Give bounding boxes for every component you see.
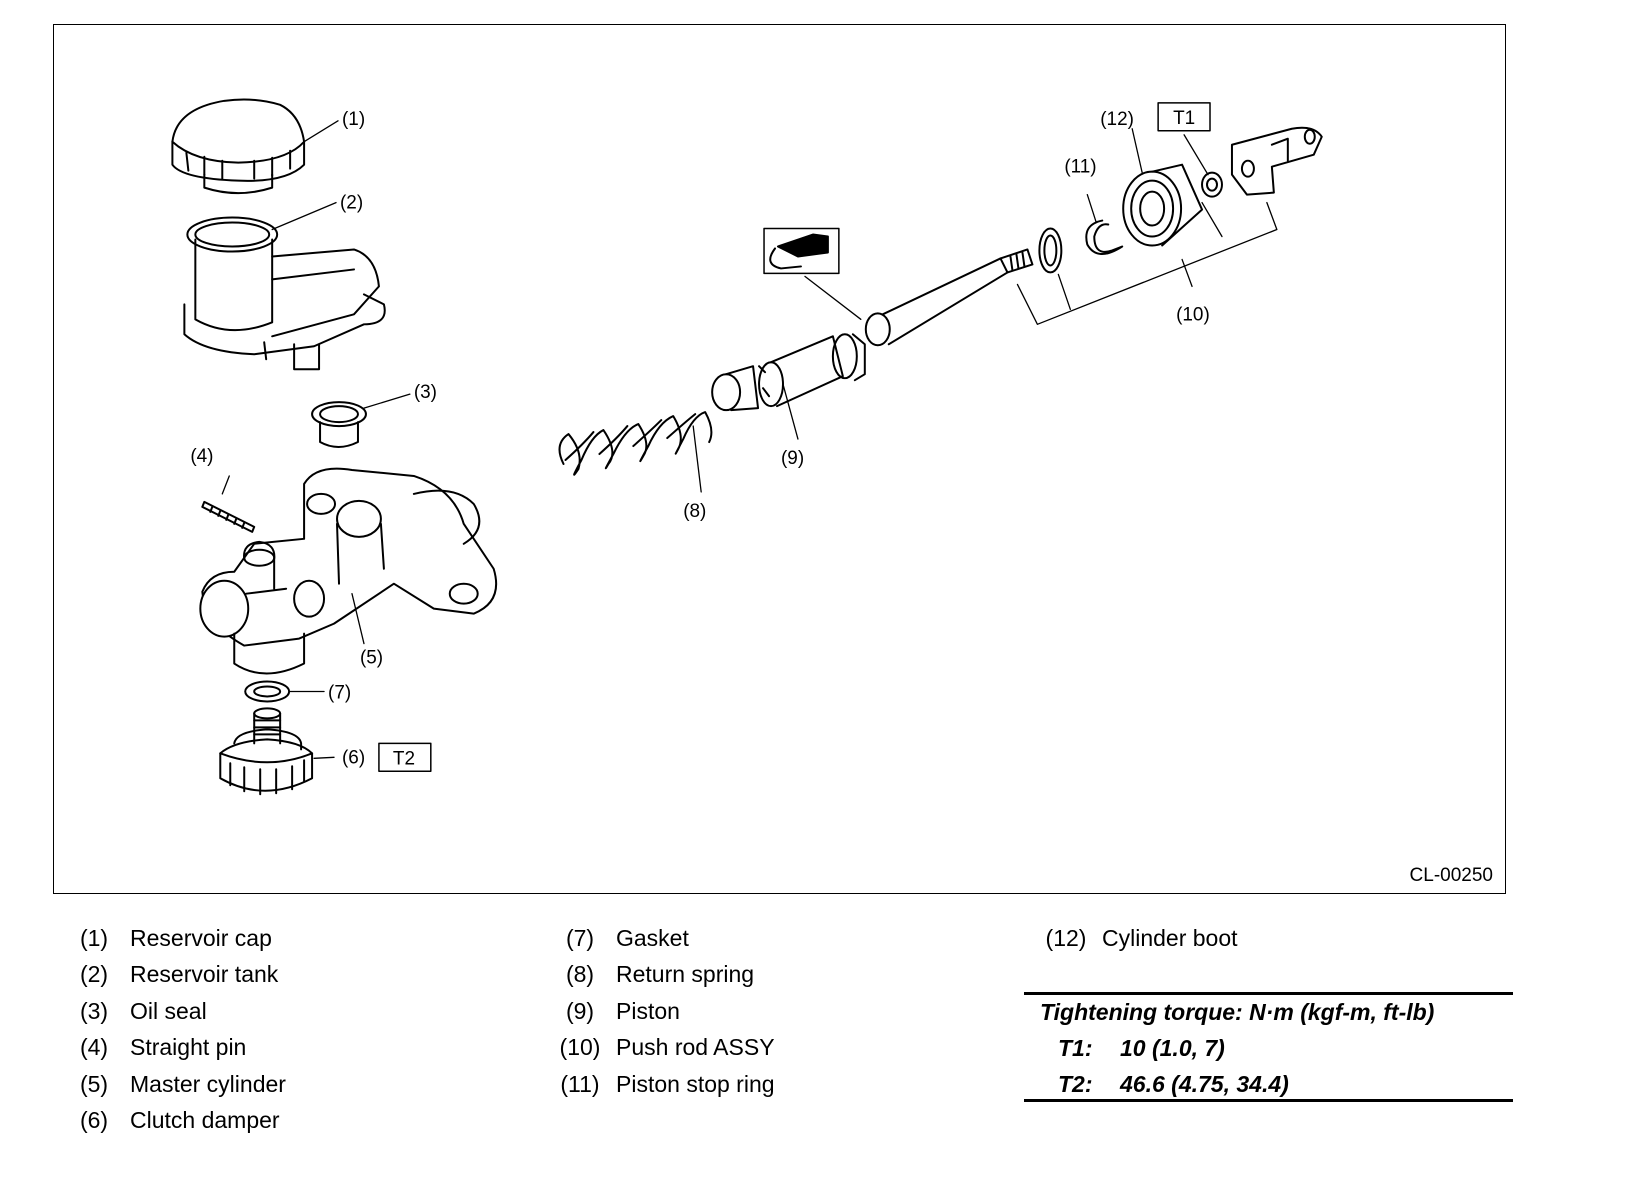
legend-num: (4) [79, 1034, 109, 1060]
legend-name: Reservoir tank [130, 961, 279, 987]
legend-name: Gasket [616, 925, 689, 951]
oil-seal-part [311, 401, 367, 449]
callout-4: (4) [190, 446, 213, 467]
grease-icon [763, 227, 840, 275]
figure-id: CL-00250 [1409, 865, 1493, 886]
exploded-view-figure: (1) (2) (3) (4) (5) (6) (7) (8) (9) (10)… [53, 24, 1506, 894]
clutch-damper-part [219, 707, 314, 796]
legend-name: Master cylinder [130, 1071, 286, 1097]
reservoir-tank-part [183, 216, 386, 371]
legend-name: Push rod ASSY [616, 1034, 775, 1060]
legend-name: Return spring [616, 961, 755, 987]
legend-name: Piston stop ring [616, 1071, 775, 1097]
exploded-view-drawing: (1) (2) (3) (4) (5) (6) (7) (8) (9) (10)… [171, 98, 1323, 796]
callout-7: (7) [328, 682, 351, 703]
master-cylinder-part [199, 467, 498, 675]
legend-num: (3) [79, 998, 109, 1024]
torque-row-t2: T2: 46.6 (4.75, 34.4) [1058, 1071, 1289, 1098]
tightening-torque-table: Tightening torque: N·m (kgf-m, ft-lb) T1… [1024, 992, 1513, 1102]
callout-3: (3) [414, 382, 437, 403]
torque-row-t1: T1: 10 (1.0, 7) [1058, 1035, 1225, 1062]
legend-name: Cylinder boot [1102, 925, 1238, 951]
callout-11: (11) [1064, 157, 1096, 178]
torque-key: T2: [1058, 1071, 1093, 1097]
legend-name: Clutch damper [130, 1107, 280, 1133]
torque-title: Tightening torque: N·m (kgf-m, ft-lb) [1040, 999, 1435, 1025]
clevis-part [1230, 126, 1323, 196]
callout-10: (10) [1176, 304, 1210, 325]
gasket-part [244, 680, 291, 703]
callout-9: (9) [781, 448, 804, 469]
callout-12: (12) [1100, 109, 1134, 130]
callout-5: (5) [360, 648, 383, 669]
legend-name: Straight pin [130, 1034, 247, 1060]
callout-6: (6) [342, 747, 365, 768]
cylinder-boot-part [1122, 163, 1204, 247]
return-spring-part [558, 411, 713, 476]
legend-num: (11) [560, 1071, 600, 1097]
torque-value: 46.6 (4.75, 34.4) [1120, 1071, 1289, 1097]
torque-value: 10 (1.0, 7) [1120, 1035, 1225, 1061]
reservoir-cap-part [171, 98, 306, 195]
callout-8: (8) [683, 501, 706, 522]
torque-tag-boxes [378, 102, 1211, 773]
callout-1: (1) [342, 109, 365, 130]
legend-num: (9) [565, 998, 595, 1024]
legend-num: (6) [79, 1107, 109, 1133]
torque-key: T1: [1058, 1035, 1093, 1061]
torque-tag-t1: T1 [1173, 108, 1195, 129]
piston-part [711, 333, 866, 412]
leader-lines [221, 120, 1278, 759]
legend-num: (5) [79, 1071, 109, 1097]
push-rod-assy-part [864, 248, 1034, 347]
callout-2: (2) [340, 193, 363, 214]
straight-pin-part [201, 500, 256, 533]
legend-name: Reservoir cap [130, 925, 272, 951]
legend-num: (12) [1045, 925, 1087, 951]
torque-tag-t2: T2 [393, 748, 415, 769]
legend-num: (2) [79, 961, 109, 987]
piston-stop-ring-part [1085, 219, 1124, 255]
lock-nut-part [1201, 171, 1223, 198]
push-rod-ring-part [1038, 227, 1063, 274]
legend-name: Piston [616, 998, 680, 1024]
legend-name: Oil seal [130, 998, 207, 1024]
legend-num: (8) [565, 961, 595, 987]
legend-num: (1) [79, 925, 109, 951]
legend-num: (7) [565, 925, 595, 951]
legend-num: (10) [559, 1034, 601, 1060]
